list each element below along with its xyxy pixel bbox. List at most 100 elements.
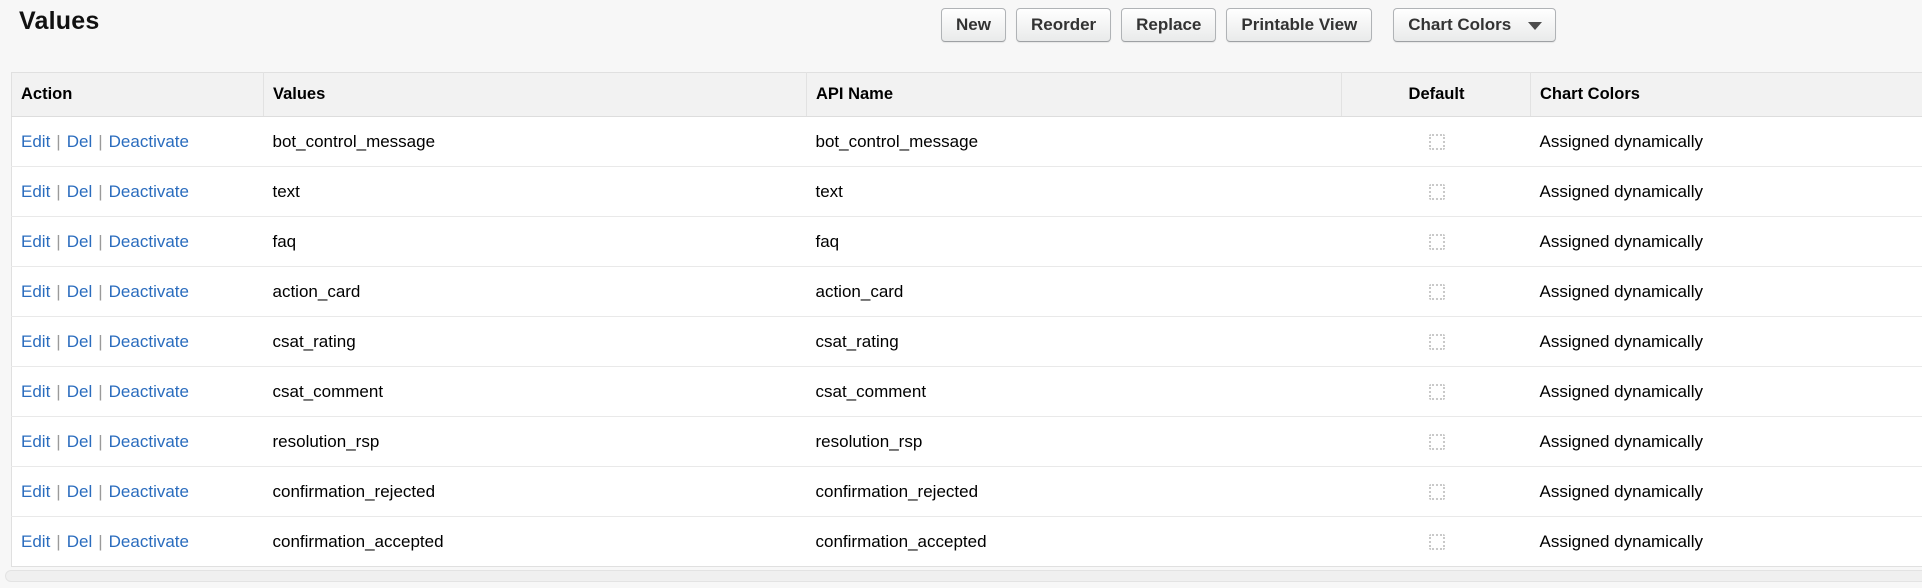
chart-colors-dropdown-button[interactable]: Chart Colors: [1393, 8, 1557, 42]
edit-link[interactable]: Edit: [21, 431, 51, 451]
chart-colors-dropdown-label: Chart Colors: [1408, 15, 1512, 34]
link-separator: |: [56, 181, 61, 201]
edit-link[interactable]: Edit: [21, 181, 51, 201]
api-name-cell: text: [806, 166, 1342, 217]
del-link[interactable]: Del: [66, 281, 93, 301]
chart-colors-cell: Assigned dynamically: [1530, 166, 1922, 217]
table-row: Edit|Del|Deactivate action_card action_c…: [11, 266, 1922, 317]
deactivate-link[interactable]: Deactivate: [108, 381, 189, 401]
value-cell: action_card: [263, 266, 807, 317]
action-cell: Edit|Del|Deactivate: [11, 166, 264, 217]
default-cell: [1341, 416, 1531, 467]
chart-colors-cell: Assigned dynamically: [1530, 466, 1922, 517]
default-cell: [1342, 117, 1531, 167]
del-link[interactable]: Del: [66, 231, 93, 251]
deactivate-link[interactable]: Deactivate: [108, 131, 189, 151]
default-cell: [1341, 166, 1531, 217]
action-cell: Edit|Del|Deactivate: [11, 266, 264, 317]
table-header: Action Values API Name Default Chart Col…: [11, 72, 1922, 117]
api-name-cell: action_card: [806, 266, 1342, 317]
del-link[interactable]: Del: [66, 331, 93, 351]
link-separator: |: [56, 531, 61, 551]
link-separator: |: [98, 381, 103, 401]
link-separator: |: [98, 281, 103, 301]
del-link[interactable]: Del: [66, 431, 93, 451]
printable-view-button[interactable]: Printable View: [1226, 8, 1373, 42]
action-cell: Edit|Del|Deactivate: [11, 316, 264, 367]
checkbox-unchecked-icon: [1428, 484, 1445, 501]
column-header-values: Values: [263, 72, 807, 117]
default-cell: [1341, 316, 1531, 367]
deactivate-link[interactable]: Deactivate: [108, 531, 189, 551]
new-button[interactable]: New: [941, 8, 1006, 42]
link-separator: |: [98, 331, 103, 351]
deactivate-link[interactable]: Deactivate: [108, 331, 189, 351]
value-cell: confirmation_rejected: [263, 466, 807, 517]
action-cell: Edit|Del|Deactivate: [11, 366, 264, 417]
chevron-down-icon: [1528, 22, 1543, 30]
del-link[interactable]: Del: [66, 531, 93, 551]
value-cell: bot_control_message: [272, 131, 436, 151]
table-row: Edit|Del|Deactivate csat_rating csat_rat…: [11, 316, 1922, 367]
deactivate-link[interactable]: Deactivate: [108, 181, 189, 201]
checkbox-unchecked-icon: [1428, 534, 1445, 551]
checkbox-unchecked-icon: [1428, 234, 1445, 251]
reorder-button[interactable]: Reorder: [1015, 8, 1112, 42]
table-row: Edit|Del|Deactivate bot_control_message …: [12, 117, 1922, 167]
link-separator: |: [98, 531, 103, 551]
edit-link[interactable]: Edit: [21, 231, 51, 251]
replace-button[interactable]: Replace: [1121, 8, 1217, 42]
edit-link[interactable]: Edit: [21, 531, 51, 551]
action-cell: Edit|Del|Deactivate: [11, 216, 264, 267]
table-row: Edit|Del|Deactivate text text Assigned d…: [11, 166, 1922, 217]
checkbox-unchecked-icon: [1428, 434, 1445, 451]
checkbox-unchecked-icon: [1428, 184, 1445, 201]
default-cell: [1341, 216, 1531, 267]
value-cell: confirmation_accepted: [263, 516, 807, 567]
edit-link[interactable]: Edit: [21, 381, 51, 401]
column-header-api-name: API Name: [806, 72, 1342, 117]
edit-link[interactable]: Edit: [21, 281, 51, 301]
action-cell: Edit|Del|Deactivate: [11, 516, 264, 567]
table-row: Edit|Del|Deactivate csat_comment csat_co…: [11, 366, 1922, 417]
deactivate-link[interactable]: Deactivate: [108, 481, 189, 501]
deactivate-link[interactable]: Deactivate: [108, 431, 189, 451]
table-row: Edit|Del|Deactivate confirmation_accepte…: [11, 516, 1922, 567]
link-separator: |: [98, 481, 103, 501]
value-cell: text: [263, 166, 807, 217]
action-cell: Edit|Del|Deactivate: [11, 466, 264, 517]
chart-colors-cell: Assigned dynamically: [1530, 266, 1922, 317]
link-separator: |: [98, 131, 103, 151]
chart-colors-cell: Assigned dynamically: [1539, 131, 1703, 151]
checkbox-unchecked-icon: [1428, 334, 1445, 351]
api-name-cell: faq: [806, 216, 1342, 267]
value-cell: csat_rating: [263, 316, 807, 367]
table-row: Edit|Del|Deactivate confirmation_rejecte…: [11, 466, 1922, 517]
link-separator: |: [56, 381, 61, 401]
del-link[interactable]: Del: [66, 481, 93, 501]
page-title: Values: [19, 7, 100, 35]
value-cell: resolution_rsp: [263, 416, 807, 467]
default-cell: [1341, 466, 1531, 517]
del-link[interactable]: Del: [66, 181, 93, 201]
edit-link[interactable]: Edit: [21, 331, 51, 351]
column-header-chart-colors: Chart Colors: [1530, 72, 1922, 117]
api-name-cell: confirmation_accepted: [806, 516, 1342, 567]
chart-colors-cell: Assigned dynamically: [1530, 316, 1922, 367]
deactivate-link[interactable]: Deactivate: [108, 231, 189, 251]
del-link[interactable]: Del: [66, 131, 93, 151]
edit-link[interactable]: Edit: [21, 481, 51, 501]
del-link[interactable]: Del: [66, 381, 93, 401]
deactivate-link[interactable]: Deactivate: [108, 281, 189, 301]
edit-link[interactable]: Edit: [21, 131, 51, 151]
chart-colors-cell: Assigned dynamically: [1530, 516, 1922, 567]
api-name-cell: csat_rating: [806, 316, 1342, 367]
column-header-action: Action: [11, 72, 264, 117]
toolbar: New Reorder Replace Printable View Chart…: [941, 8, 1557, 42]
link-separator: |: [98, 181, 103, 201]
api-name-cell: confirmation_rejected: [806, 466, 1342, 517]
link-separator: |: [56, 281, 61, 301]
api-name-cell: csat_comment: [806, 366, 1342, 417]
chart-colors-cell: Assigned dynamically: [1530, 366, 1922, 417]
chart-colors-cell: Assigned dynamically: [1530, 416, 1922, 467]
